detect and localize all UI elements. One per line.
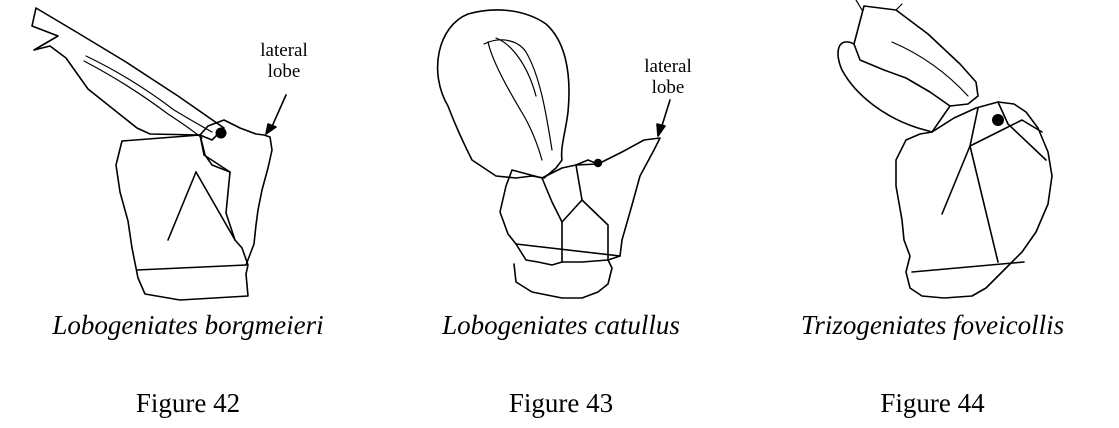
lateral-lobe-callout: lateral lobe [628, 56, 708, 98]
figure-44-drawing [746, 0, 1119, 300]
figure-43-panel: lateral lobe Lobogeniates catullus Figur… [376, 0, 746, 428]
species-name: Lobogeniates catullus [376, 310, 746, 341]
spot-marker [216, 128, 227, 139]
species-name: Lobogeniates borgmeieri [0, 310, 376, 341]
figure-42-panel: lateral lobe Lobogeniates borgmeieri Fig… [0, 0, 376, 428]
spot-marker [992, 114, 1004, 126]
lateral-lobe-callout: lateral lobe [244, 40, 324, 82]
figure-label: Figure 43 [376, 388, 746, 419]
figure-44-panel: Trizogeniates foveicollis Figure 44 [746, 0, 1119, 428]
figure-label: Figure 42 [0, 388, 376, 419]
figure-label: Figure 44 [746, 388, 1119, 419]
species-name: Trizogeniates foveicollis [746, 310, 1119, 341]
callout-text: lateral lobe [644, 56, 691, 98]
callout-text: lateral lobe [260, 40, 307, 82]
figure-43-drawing [376, 0, 746, 300]
spot-marker [594, 159, 602, 167]
